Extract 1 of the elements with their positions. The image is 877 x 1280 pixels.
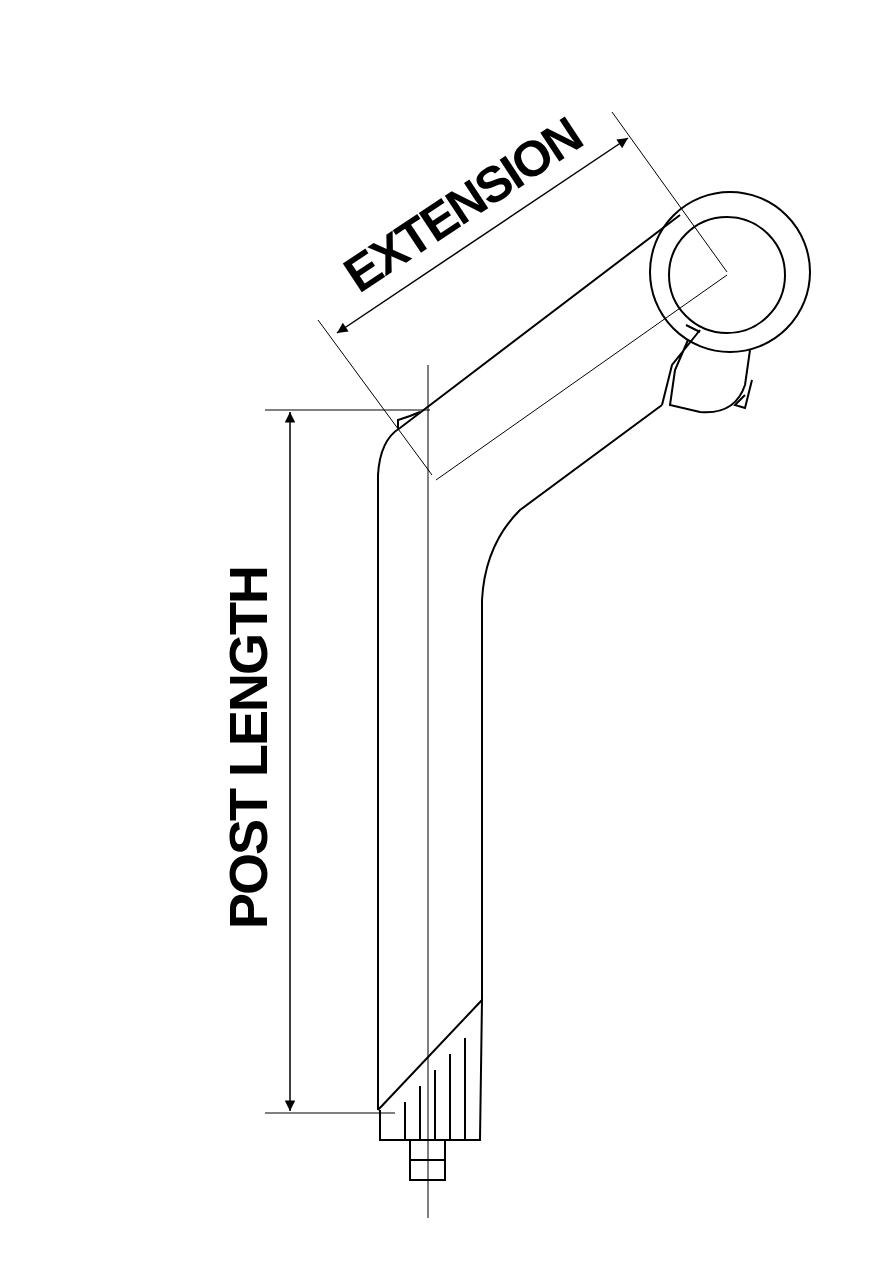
dimension-label: POST LENGTH	[221, 567, 275, 929]
